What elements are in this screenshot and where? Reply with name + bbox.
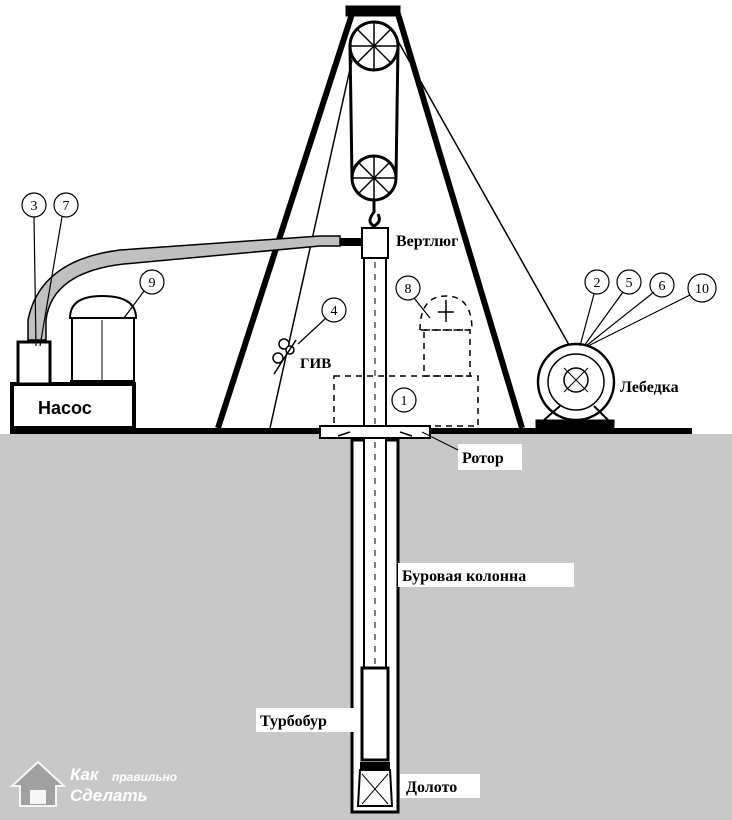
label-turbodrill: Турбобур: [260, 713, 327, 730]
label-pump: Насос: [38, 398, 92, 418]
derrick: [215, 5, 583, 429]
swivel: [361, 227, 389, 259]
callout-9: 9: [149, 276, 156, 291]
callout-4: 4: [331, 304, 338, 319]
turbodrill: [360, 666, 390, 762]
drill-bit: [356, 762, 394, 807]
label-winch: Лебедка: [620, 379, 679, 396]
winch: [535, 342, 616, 429]
callout-7: 7: [63, 199, 70, 214]
watermark-logo: [9, 760, 67, 807]
label-swivel: Вертлюг: [396, 233, 458, 250]
label-rotor: Ротор: [462, 450, 504, 467]
pump: [10, 294, 138, 430]
rotor-drive: [333, 295, 479, 427]
watermark-text-2: Сделать: [70, 786, 148, 805]
giv-gauge-icon: [272, 338, 297, 375]
callout-3: 3: [31, 199, 38, 214]
label-bit: Долото: [406, 779, 457, 796]
callout-8: 8: [405, 282, 412, 297]
watermark-text-1: Как: [70, 765, 100, 784]
label-giv: ГИВ: [300, 356, 331, 372]
callouts: [21, 192, 717, 413]
watermark-text-1b: правильно: [112, 770, 177, 784]
callout-5: 5: [626, 276, 633, 291]
label-drill-string: Буровая колонна: [402, 568, 526, 585]
callout-10: 10: [695, 282, 709, 297]
callout-1: 1: [401, 394, 408, 409]
callout-6: 6: [659, 279, 666, 294]
drill-string: [363, 257, 387, 669]
callout-2: 2: [594, 276, 601, 291]
